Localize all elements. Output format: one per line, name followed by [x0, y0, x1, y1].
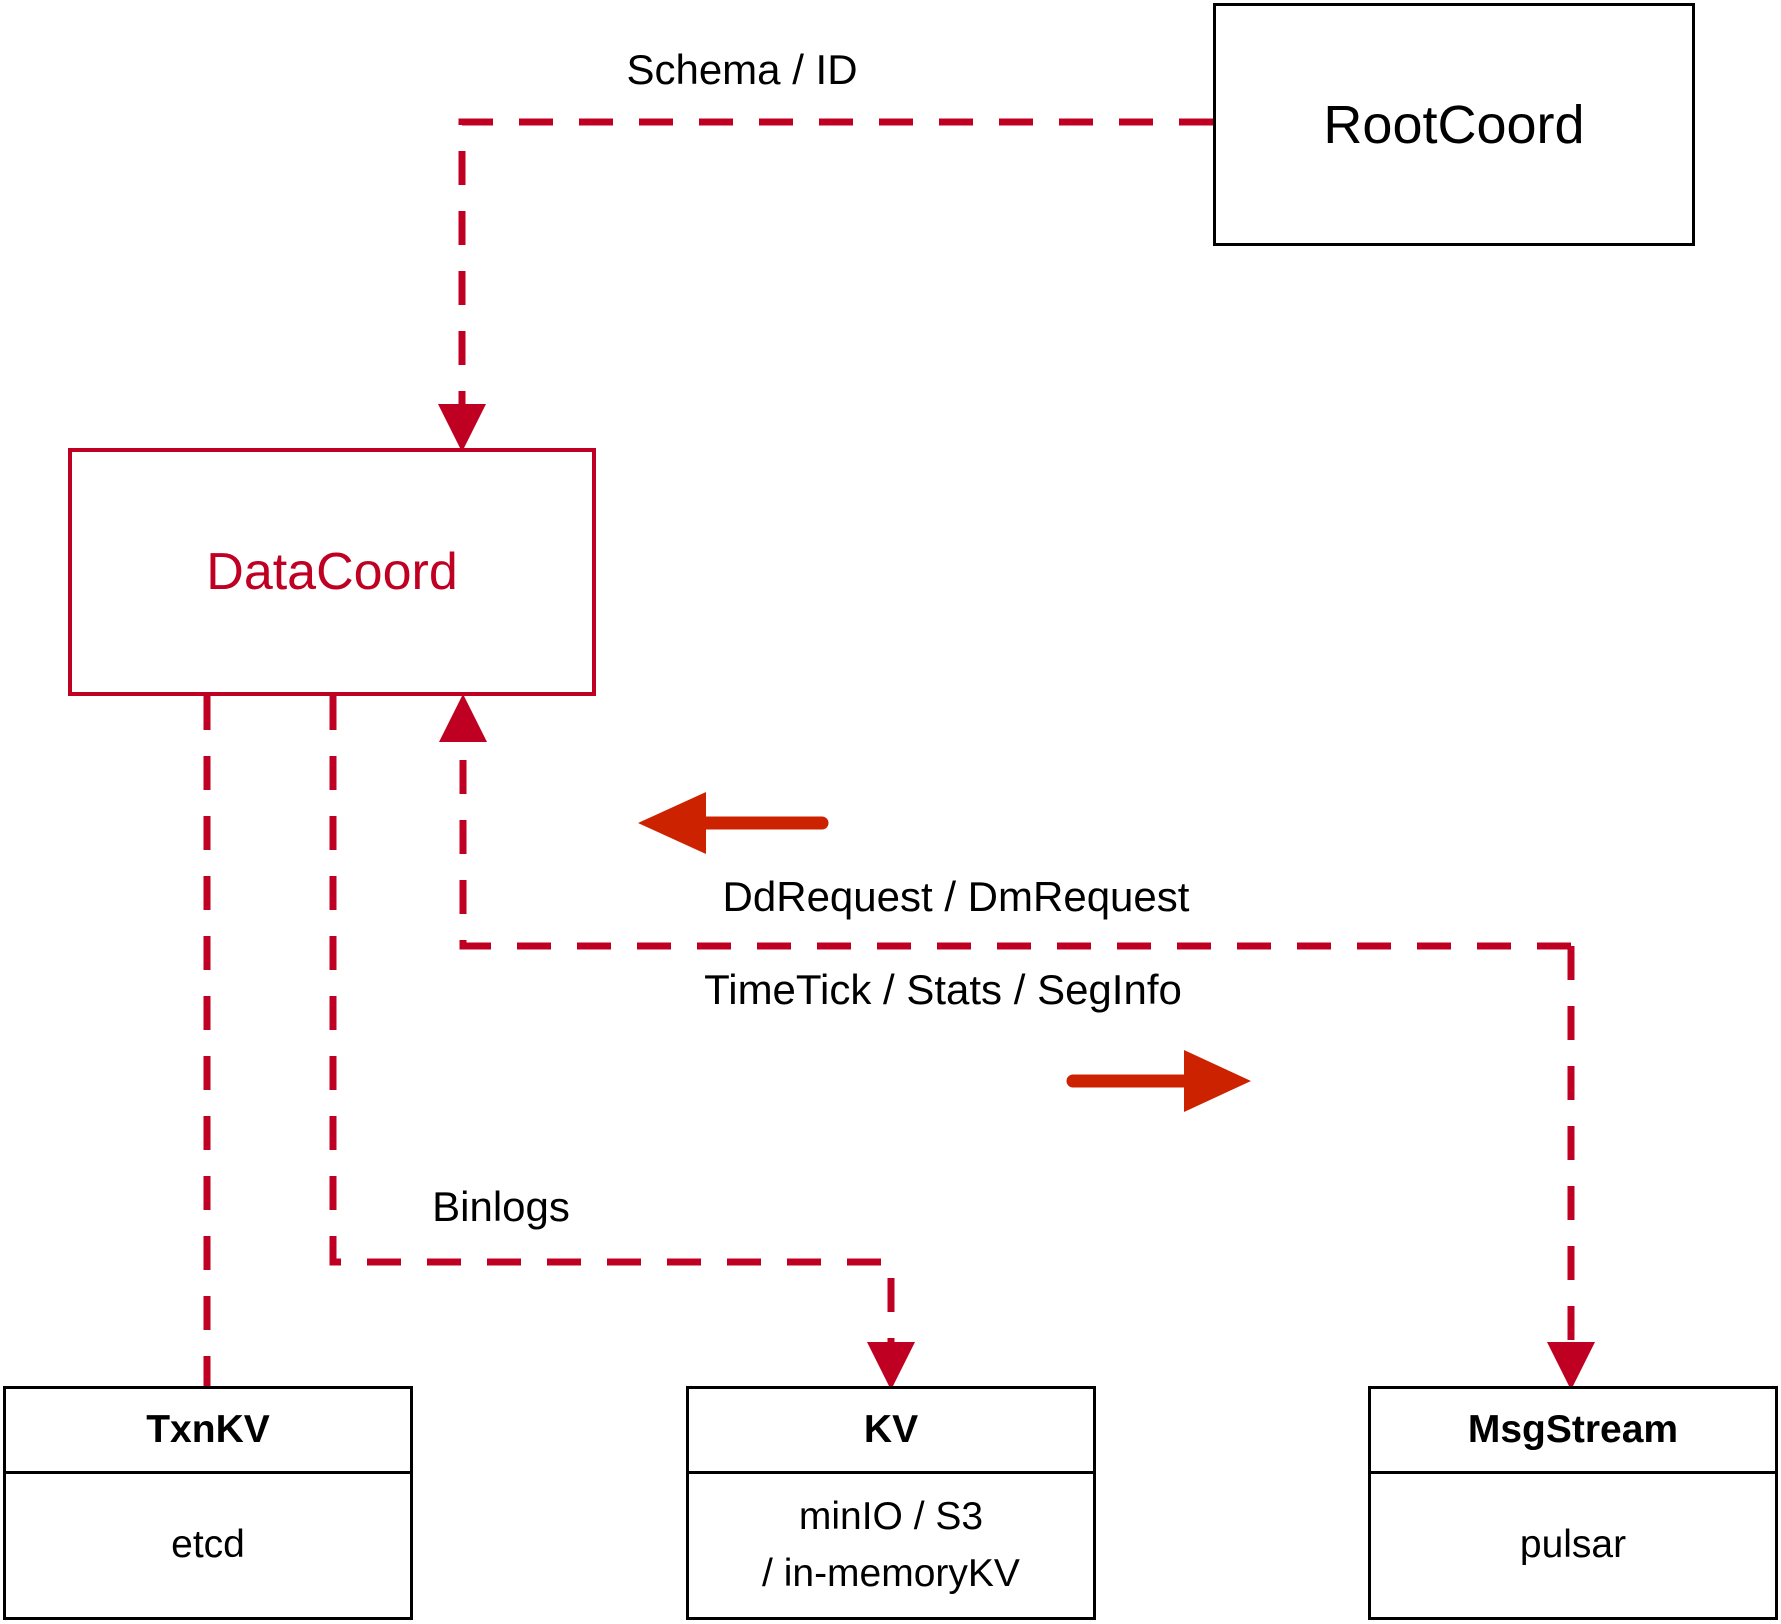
- arrowhead-down-datacoord: [438, 404, 486, 452]
- node-datacoord-label: DataCoord: [206, 543, 458, 601]
- connector-datacoord-to-msgstream: [1547, 946, 1595, 1390]
- connector-rootcoord-to-datacoord: [438, 118, 1213, 452]
- node-kv-header: KV: [689, 1389, 1093, 1474]
- connector-datacoord-to-kv: [329, 696, 915, 1390]
- arrowhead-down-kv: [867, 1342, 915, 1390]
- node-msgstream-header: MsgStream: [1371, 1389, 1775, 1474]
- edge-label-ddrequest-dmrequest: DdRequest / DmRequest: [722, 873, 1190, 920]
- edge-label-binlogs: Binlogs: [432, 1183, 570, 1230]
- flow-marker-inbound-left: [638, 792, 829, 854]
- node-kv-body-line: minIO / S3: [798, 1494, 984, 1538]
- node-rootcoord-label: RootCoord: [1323, 94, 1585, 155]
- node-msgstream[interactable]: MsgStream pulsar: [1368, 1386, 1778, 1620]
- node-txnkv-body: etcd: [6, 1474, 410, 1617]
- flow-marker-outbound-right: [1066, 1050, 1251, 1112]
- node-kv-body: minIO / S3 / in-memoryKV: [689, 1474, 1093, 1617]
- node-txnkv-header: TxnKV: [6, 1389, 410, 1474]
- node-kv[interactable]: KV minIO / S3 / in-memoryKV: [686, 1386, 1096, 1620]
- arrowhead-down-msgstream: [1547, 1342, 1595, 1390]
- node-rootcoord[interactable]: RootCoord: [1213, 3, 1695, 246]
- node-datacoord[interactable]: DataCoord: [68, 448, 596, 696]
- node-msgstream-body: pulsar: [1371, 1474, 1775, 1617]
- node-txnkv[interactable]: TxnKV etcd: [3, 1386, 413, 1620]
- edge-label-schema-id: Schema / ID: [626, 46, 858, 93]
- node-msgstream-body-line: pulsar: [1519, 1523, 1627, 1567]
- node-kv-body-line: / in-memoryKV: [762, 1551, 1020, 1595]
- node-txnkv-body-line: etcd: [171, 1523, 245, 1567]
- arrowhead-up-datacoord: [439, 694, 487, 742]
- edge-label-timetick-stats-seginfo: TimeTick / Stats / SegInfo: [704, 966, 1182, 1013]
